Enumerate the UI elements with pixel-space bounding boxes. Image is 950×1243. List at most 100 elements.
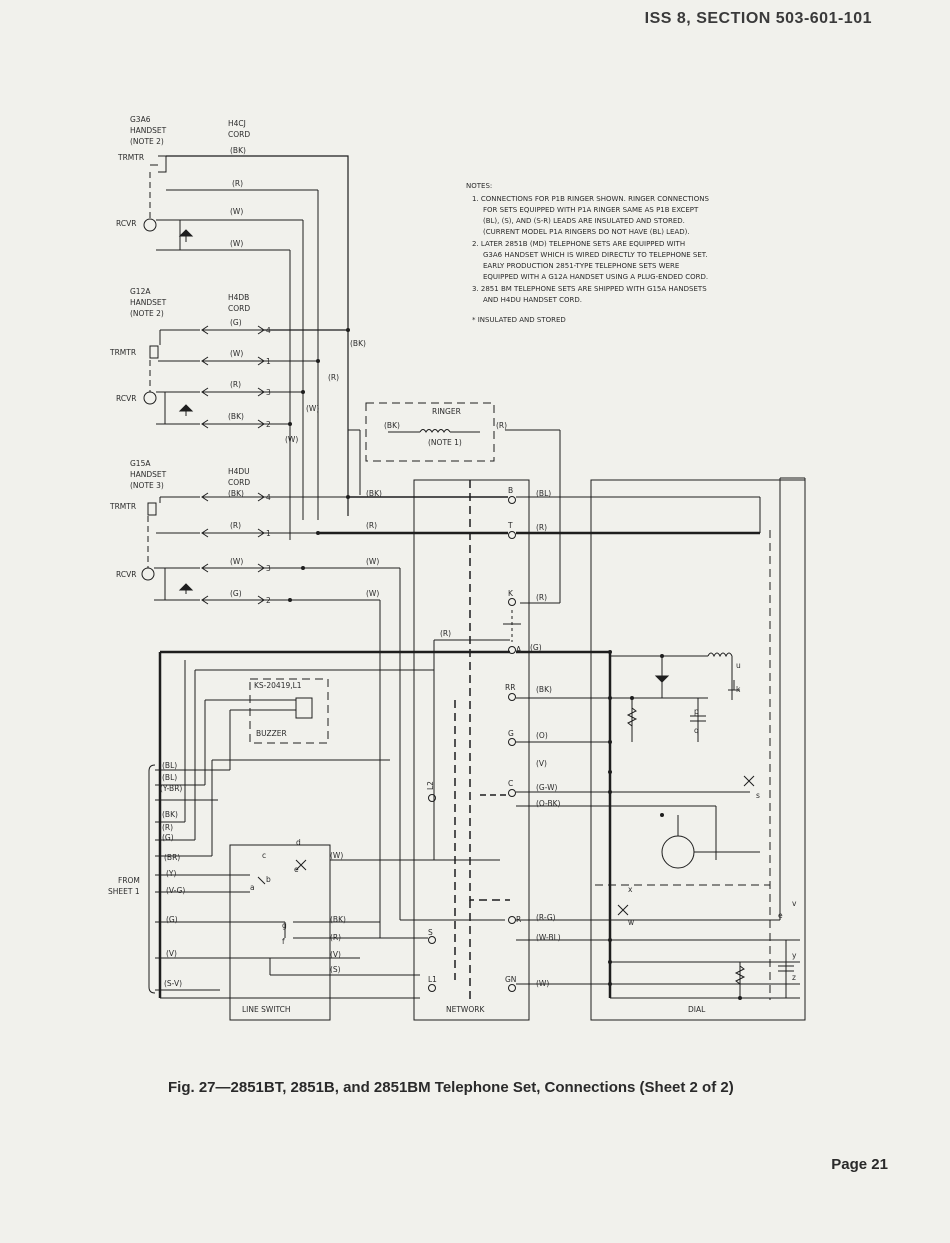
svg-text:2: 2 — [266, 596, 271, 605]
cord3-line1: H4DU — [228, 467, 250, 476]
figure-caption: Fig. 27—2851BT, 2851B, and 2851BM Teleph… — [168, 1079, 734, 1096]
svg-text:GN: GN — [505, 975, 516, 984]
handset1-line1: G3A6 — [130, 115, 151, 124]
handset2-line3: (NOTE 2) — [130, 309, 164, 318]
svg-text:y: y — [792, 951, 797, 960]
dial-label: DIAL — [688, 1005, 706, 1014]
svg-text:(R): (R) — [230, 521, 241, 530]
svg-text:(Y-BR): (Y-BR) — [160, 784, 182, 793]
svg-text:(BK): (BK) — [384, 421, 400, 430]
svg-text:(V): (V) — [536, 759, 547, 768]
svg-text:(BK): (BK) — [230, 146, 246, 155]
svg-text:(G): (G) — [230, 318, 242, 327]
ringer-label: RINGER — [432, 407, 461, 416]
svg-text:s: s — [756, 791, 760, 800]
handset2-line2: HANDSET — [130, 298, 167, 307]
svg-text:(V): (V) — [166, 949, 177, 958]
svg-text:K: K — [508, 589, 514, 598]
cord1-line2: CORD — [228, 130, 250, 139]
trmtr-label-1: TRMTR — [117, 153, 144, 162]
rcvr-label-3: RCVR — [116, 570, 136, 579]
svg-text:G: G — [508, 729, 514, 738]
svg-text:(O): (O) — [536, 731, 548, 740]
svg-text:1. CONNECTIONS FOR P1B RINGER: 1. CONNECTIONS FOR P1B RINGER SHOWN. RIN… — [472, 195, 709, 203]
from-sheet-line2: SHEET 1 — [108, 887, 140, 896]
handset-g15a — [141, 492, 348, 605]
rcvr-label-2: RCVR — [116, 394, 136, 403]
svg-text:(R): (R) — [496, 421, 507, 430]
handset1-line3: (NOTE 2) — [130, 137, 164, 146]
svg-text:(BK): (BK) — [330, 915, 346, 924]
svg-text:EARLY PRODUCTION 2851-TYPE TEL: EARLY PRODUCTION 2851-TYPE TELEPHONE SET… — [483, 262, 679, 270]
svg-text:(W): (W) — [230, 349, 243, 358]
svg-text:(W): (W) — [230, 239, 243, 248]
svg-text:(BL): (BL) — [162, 761, 177, 770]
lead-wires — [158, 429, 806, 999]
rcvr-label-1: RCVR — [116, 219, 136, 228]
svg-text:(W): (W) — [330, 851, 343, 860]
svg-text:(BR): (BR) — [164, 853, 180, 862]
svg-text:(W-BL): (W-BL) — [536, 933, 561, 942]
svg-text:u: u — [736, 661, 741, 670]
svg-text:c: c — [262, 851, 266, 860]
svg-text:(W): (W) — [306, 404, 319, 413]
svg-text:(G): (G) — [230, 589, 242, 598]
svg-text:g: g — [282, 921, 287, 930]
svg-text:2: 2 — [266, 420, 271, 429]
from-sheet-line1: FROM — [118, 876, 140, 885]
svg-text:(BL), (S), AND (S-R) LEADS ARE: (BL), (S), AND (S-R) LEADS ARE INSULATED… — [483, 217, 685, 225]
svg-text:(S): (S) — [330, 965, 341, 974]
svg-text:(R): (R) — [536, 523, 547, 532]
svg-text:FOR SETS EQUIPPED WITH P1A RIN: FOR SETS EQUIPPED WITH P1A RINGER SAME A… — [483, 206, 699, 214]
trmtr-label-3: TRMTR — [109, 502, 136, 511]
section-header: ISS 8, SECTION 503-601-101 — [644, 10, 872, 27]
svg-text:3. 2851 BM TELEPHONE SETS ARE: 3. 2851 BM TELEPHONE SETS ARE SHIPPED WI… — [472, 285, 707, 293]
svg-text:(G): (G) — [166, 915, 178, 924]
svg-text:a: a — [250, 883, 255, 892]
svg-text:(R): (R) — [162, 823, 173, 832]
svg-text:z: z — [792, 973, 796, 982]
svg-text:(Y): (Y) — [166, 869, 177, 878]
handset-g12a — [143, 325, 348, 429]
svg-text:(R): (R) — [232, 179, 243, 188]
svg-text:(BK): (BK) — [536, 685, 552, 694]
svg-text:4: 4 — [266, 326, 271, 335]
svg-text:* INSULATED AND STORED: * INSULATED AND STORED — [472, 316, 566, 324]
svg-text:(W): (W) — [536, 979, 549, 988]
svg-text:G3A6 HANDSET WHICH IS WIRED DI: G3A6 HANDSET WHICH IS WIRED DIRECTLY TO … — [483, 251, 707, 259]
svg-text:(R): (R) — [230, 380, 241, 389]
notes-heading: NOTES: — [466, 182, 492, 190]
svg-text:(BK): (BK) — [162, 810, 178, 819]
dial-box — [590, 479, 806, 1021]
handset3-line1: G15A — [130, 459, 151, 468]
svg-text:1: 1 — [266, 529, 271, 538]
svg-text:3: 3 — [266, 564, 271, 573]
buzzer-code: KS-20419,L1 — [254, 681, 302, 690]
cord2-line1: H4DB — [228, 293, 249, 302]
cord2-line2: CORD — [228, 304, 250, 313]
handset2-line1: G12A — [130, 287, 151, 296]
svg-text:L2: L2 — [426, 781, 435, 790]
network-label: NETWORK — [446, 1005, 485, 1014]
svg-text:4: 4 — [266, 493, 271, 502]
svg-text:C: C — [508, 779, 513, 788]
svg-text:e: e — [294, 865, 299, 874]
trmtr-label-2: TRMTR — [109, 348, 136, 357]
svg-text:v: v — [792, 899, 797, 908]
svg-text:EQUIPPED WITH A G12A HANDSET U: EQUIPPED WITH A G12A HANDSET USING A PLU… — [483, 273, 708, 281]
svg-text:(R-G): (R-G) — [536, 913, 556, 922]
svg-text:x: x — [628, 885, 633, 894]
svg-text:k: k — [736, 685, 741, 694]
svg-text:(V): (V) — [330, 950, 341, 959]
svg-text:e: e — [778, 911, 783, 920]
svg-text:B: B — [508, 486, 513, 495]
svg-text:T: T — [507, 521, 513, 530]
svg-text:RR: RR — [505, 683, 515, 692]
svg-text:(G): (G) — [162, 833, 174, 842]
handset3-line2: HANDSET — [130, 470, 167, 479]
svg-text:(BK): (BK) — [350, 339, 366, 348]
handset3-line3: (NOTE 3) — [130, 481, 164, 490]
svg-text:(CURRENT MODEL P1A RINGERS DO: (CURRENT MODEL P1A RINGERS DO NOT HAVE (… — [483, 228, 690, 236]
